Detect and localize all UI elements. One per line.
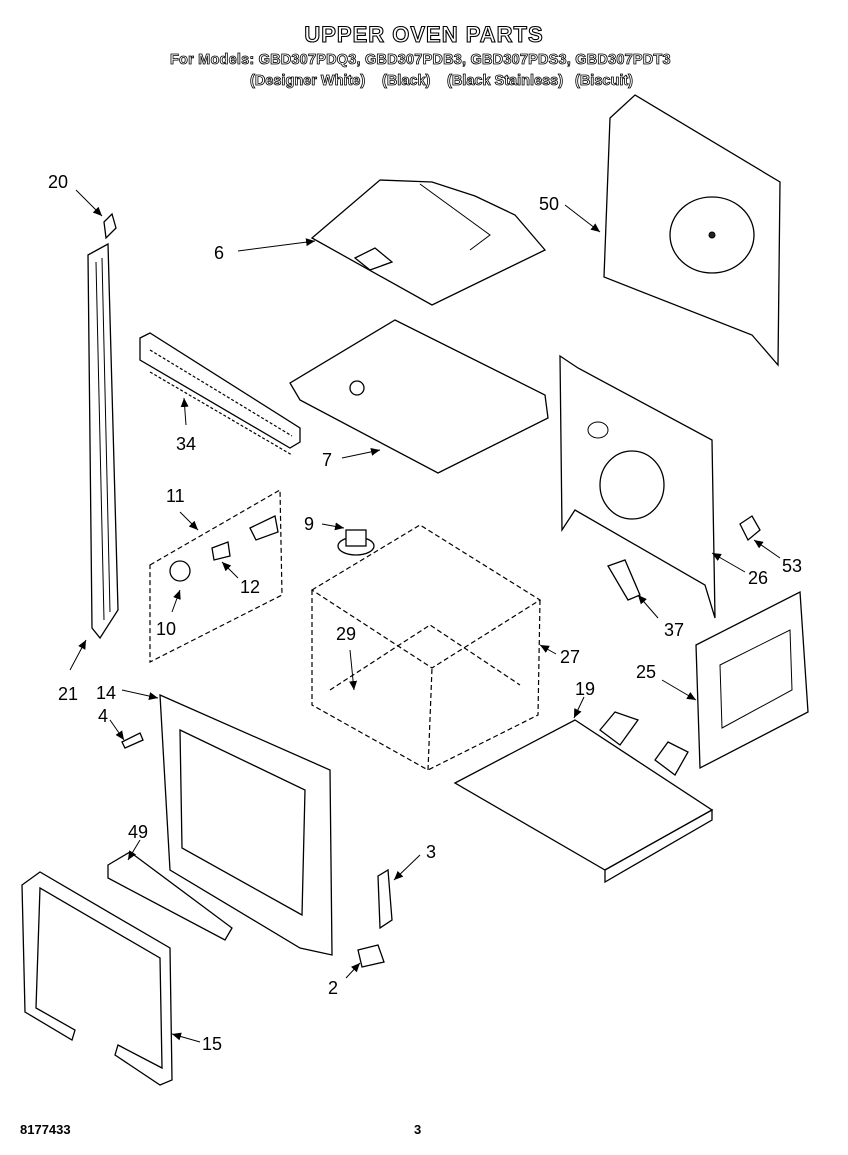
callout-26: 26 (748, 568, 768, 588)
part-27-oven-cavity (310, 524, 542, 772)
callout-49: 49 (128, 822, 148, 842)
callout-9: 9 (304, 514, 314, 534)
callout-21: 21 (58, 684, 78, 704)
color-designer-white: (Designer White) (250, 73, 366, 90)
part-25-side-panel (695, 590, 809, 770)
part-50-back-panel (603, 94, 781, 367)
callout-37: 37 (664, 620, 684, 640)
color-black-stainless: (Black Stainless) (447, 73, 564, 90)
callout-50: 50 (539, 194, 559, 214)
callout-2: 2 (328, 978, 338, 998)
callout-4: 4 (98, 706, 108, 726)
part-49-strip (107, 851, 233, 941)
part-20-trim-cap (103, 212, 117, 240)
part-6-top-duct (310, 179, 547, 306)
model-numbers: For Models: GBD307PDQ3, GBD307PDB3, GBD3… (170, 52, 671, 69)
parts-10-11-12-group (149, 488, 283, 663)
part-37-thermostat (607, 559, 641, 601)
page-title: UPPER OVEN PARTS (304, 21, 544, 47)
doc-number: 8177433 (20, 1122, 71, 1137)
callout-19: 19 (575, 679, 595, 699)
callout-34: 34 (176, 434, 196, 454)
part-3-bracket (377, 868, 393, 930)
part-21-side-trim (87, 242, 119, 640)
callout-53: 53 (782, 556, 802, 576)
callout-3: 3 (426, 842, 436, 862)
callout-11: 11 (166, 486, 185, 506)
part-15-gasket (21, 871, 173, 1086)
part-19-bottom-tray (453, 711, 714, 884)
part-14-front-frame (159, 693, 333, 956)
callout-15: 15 (202, 1034, 222, 1054)
callout-6: 6 (214, 243, 224, 263)
part-9-fan-motor (337, 529, 375, 556)
part-34-vent (139, 332, 301, 456)
color-biscuit: (Biscuit) (575, 73, 634, 90)
callout-14: 14 (96, 683, 116, 703)
callout-25: 25 (636, 662, 656, 682)
part-53-clip (739, 515, 761, 542)
callout-10: 10 (156, 619, 176, 639)
color-black: (Black) (382, 73, 431, 90)
part-26-rear-bracket (559, 354, 716, 619)
callout-27: 27 (560, 647, 580, 667)
callout-29: 29 (336, 624, 356, 644)
part-2-bracket (357, 944, 385, 968)
callout-20: 20 (48, 172, 68, 192)
leader-lines (69, 189, 781, 1043)
part-4-screw (121, 732, 144, 749)
part-7-shield (289, 319, 549, 474)
callout-7: 7 (322, 450, 332, 470)
page-number: 3 (414, 1122, 422, 1137)
callout-12: 12 (240, 577, 260, 597)
